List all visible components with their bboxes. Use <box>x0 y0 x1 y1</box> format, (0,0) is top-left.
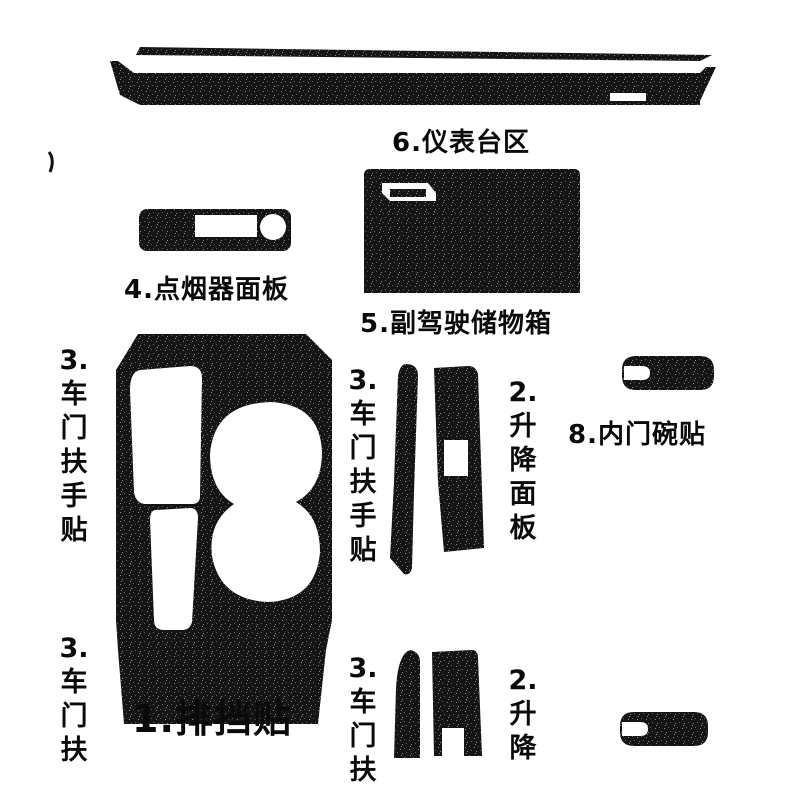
gear-shift-label: 1.排挡贴 <box>132 697 292 741</box>
inner-bowl-sticker-top <box>622 356 714 390</box>
lighter-panel-label: 4.点烟器面板 <box>124 275 289 305</box>
armrest-mid-top-label: 3. 车 门 扶 手 贴 <box>348 365 378 566</box>
armrest-mid-bottom-label: 3. 车 门 扶 <box>348 653 378 786</box>
edge-scratch-mark <box>46 150 58 174</box>
window-panel-bottom-label: 2. 升 降 <box>508 665 538 764</box>
window-panel-top-label: 2. 升 降 面 板 <box>508 377 538 544</box>
gear-shift-sticker <box>116 334 332 724</box>
armrest-strip-top-sticker <box>390 364 418 575</box>
inner-bowl-label: 8.内门碗贴 <box>568 420 706 450</box>
armrest-left-top-label: 3. 车 门 扶 手 贴 <box>59 345 89 546</box>
armrest-strip-bottom-sticker <box>394 650 420 758</box>
window-panel-bottom-sticker <box>432 650 482 756</box>
dashboard-trim-sticker <box>110 47 716 105</box>
window-panel-top-sticker <box>434 366 484 552</box>
armrest-left-bottom-label: 3. 车 门 扶 <box>59 633 89 766</box>
glovebox-sticker <box>364 169 580 293</box>
dashboard-label: 6.仪表台区 <box>392 128 530 158</box>
lighter-panel-sticker <box>139 209 291 251</box>
inner-bowl-sticker-bottom <box>620 712 708 746</box>
glovebox-label: 5.副驾驶储物箱 <box>360 309 552 339</box>
